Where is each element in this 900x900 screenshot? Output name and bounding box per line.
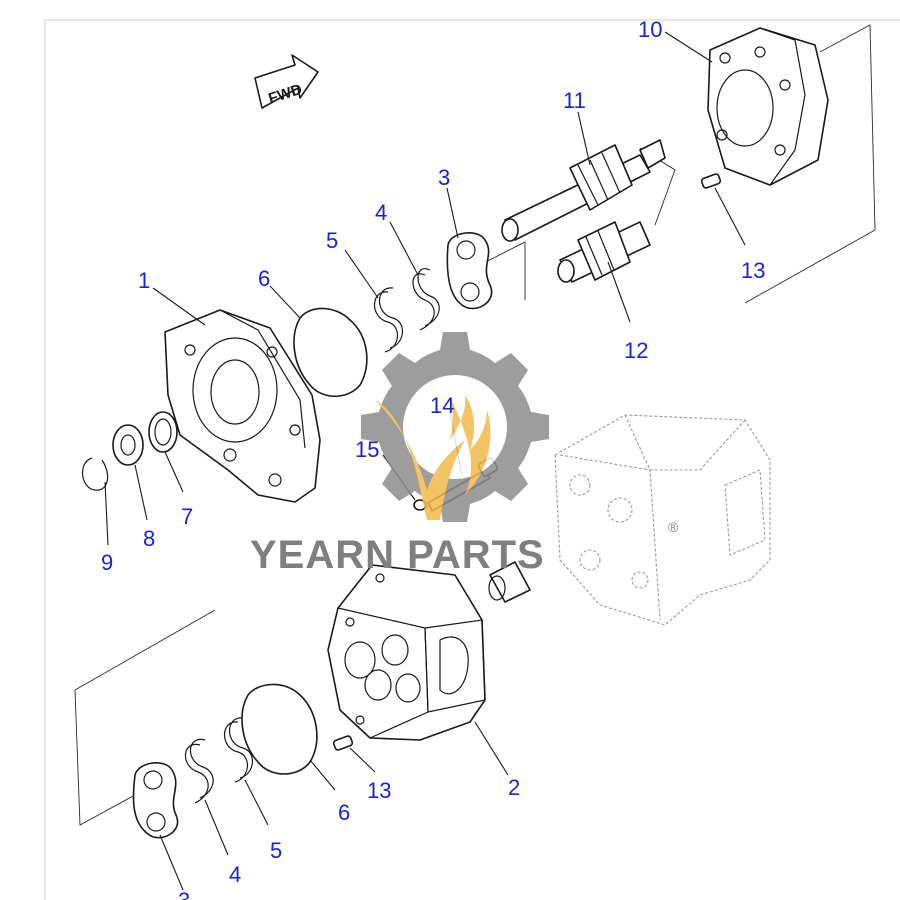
callout-7: 7 (181, 504, 193, 529)
callout-10: 10 (638, 17, 662, 42)
callout-3-lower: 3 (178, 888, 190, 900)
callout-14: 14 (430, 393, 454, 418)
callout-3: 3 (438, 165, 450, 190)
side-plate-lower-part (132, 762, 179, 839)
callout-15: 15 (355, 437, 379, 462)
dowel-pin-lower-part (332, 735, 354, 751)
seal-upper-part (374, 287, 403, 353)
callout-11: 11 (563, 88, 586, 113)
callout-1: 1 (138, 268, 150, 293)
callout-5-lower: 5 (270, 838, 282, 863)
gasket-upper-part (293, 307, 368, 397)
coupling-part (488, 561, 531, 603)
bearing-part (112, 424, 144, 466)
snap-ring-part (82, 457, 109, 491)
drive-gear-shaft-part (501, 139, 666, 242)
callout-13-lower: 13 (367, 778, 391, 803)
callout-labels: 1 2 3 3 4 4 5 5 6 6 7 8 9 10 11 12 13 13… (101, 17, 765, 900)
callout-12: 12 (624, 338, 648, 363)
front-cover-part (164, 309, 321, 503)
side-plate-upper-part (446, 232, 493, 310)
yearn-parts-logo-icon (361, 332, 549, 522)
callout-5: 5 (326, 228, 338, 253)
callout-8: 8 (143, 526, 155, 551)
page-frame (44, 19, 900, 900)
callout-6: 6 (258, 266, 270, 291)
rear-cover-part (707, 27, 829, 186)
watermark-registered-mark: ® (668, 519, 679, 535)
watermark-text: YEARN PARTS (250, 533, 545, 577)
oil-seal-part (148, 411, 178, 453)
leader-lines (104, 31, 746, 891)
callout-13: 13 (741, 258, 765, 283)
callout-4-lower: 4 (229, 862, 241, 887)
watermark: YEARN PARTS ® (250, 519, 679, 577)
backup-ring-upper-part (412, 267, 440, 331)
fwd-arrow: FWD (254, 54, 319, 109)
seal-lower-part (224, 717, 253, 783)
assembled-pump-reference (554, 414, 771, 626)
callout-2: 2 (508, 775, 520, 800)
driven-gear-part (557, 221, 651, 283)
gear-case-part (327, 564, 486, 741)
backup-ring-lower-part (184, 738, 214, 804)
gasket-lower-part (241, 683, 318, 775)
callout-4: 4 (375, 200, 387, 225)
dowel-pin-upper-part (700, 173, 722, 189)
callout-9: 9 (101, 550, 113, 575)
callout-6-lower: 6 (338, 800, 350, 825)
